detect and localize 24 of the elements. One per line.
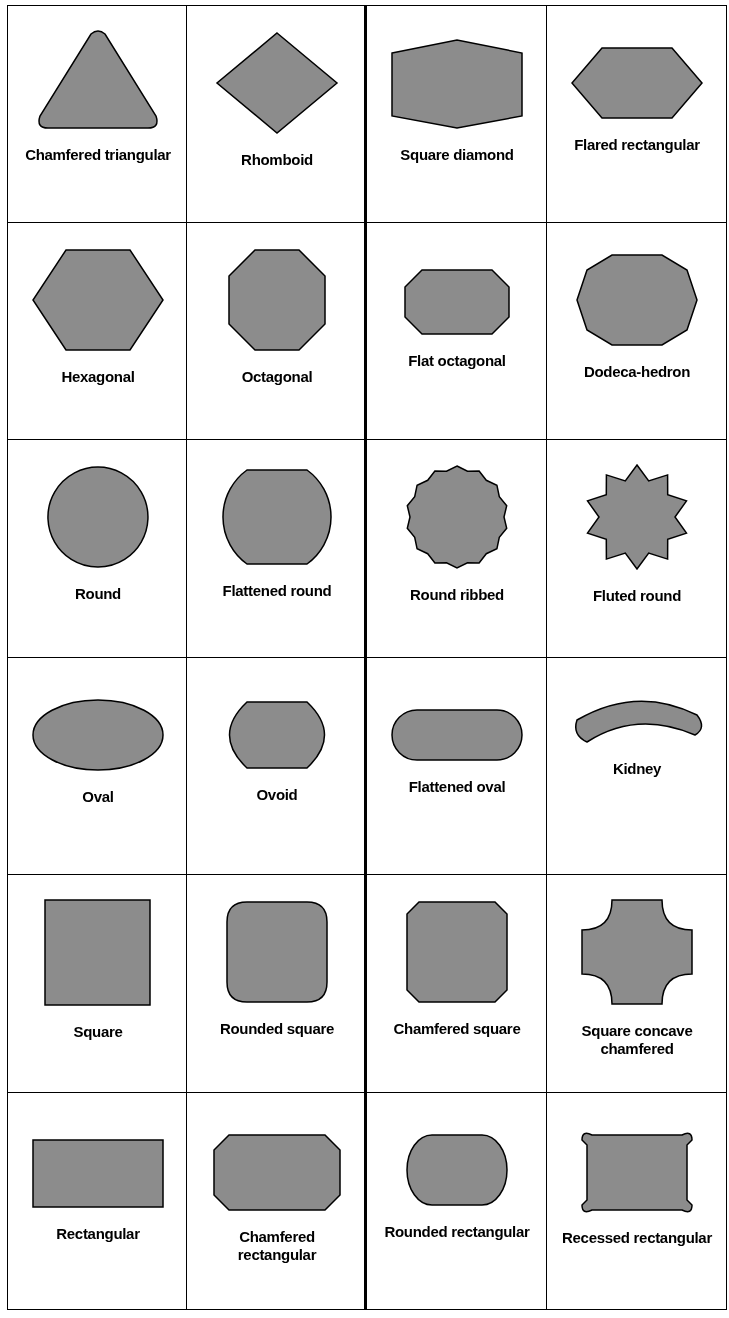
shape-name-label: Flattened round <box>222 582 332 600</box>
shape-name-label: Octagonal <box>241 367 313 386</box>
shape-name-label: Rhomboid <box>241 151 313 169</box>
shape-name-label: Square concave chamfered <box>580 1022 694 1058</box>
shape-name-label: Kidney <box>612 759 662 778</box>
shape-name-label: Hexagonal <box>61 367 135 386</box>
shape-name-label: Ovoid <box>256 785 298 804</box>
shape-name-label: Round <box>75 585 121 603</box>
shape-name-label: Flattened oval <box>408 777 506 796</box>
shape-name-label: Rounded rectangular <box>384 1222 530 1241</box>
shape-name-label: Flared rectangular <box>574 136 700 154</box>
shape-name-label: Chamfered square <box>393 1020 521 1038</box>
shape-name-label: Square diamond <box>400 146 514 164</box>
shape-name-label: Fluted round <box>592 587 682 605</box>
shape-name-label: Square <box>73 1023 123 1041</box>
shape-name-label: Chamfered rectangular <box>236 1227 318 1264</box>
shape-name-label: Rectangular <box>56 1224 140 1243</box>
shape-name-label: Rounded square <box>219 1020 335 1038</box>
shape-name-label: Oval <box>82 787 114 806</box>
shape-name-label: Dodeca-hedron <box>583 362 691 381</box>
shape-name-label: Chamfered triangular <box>25 146 171 164</box>
shape-name-label: Flat octagonal <box>408 351 506 370</box>
shape-name-label: Round ribbed <box>410 586 504 604</box>
shape-name-label: Recessed rectangular <box>562 1229 712 1248</box>
